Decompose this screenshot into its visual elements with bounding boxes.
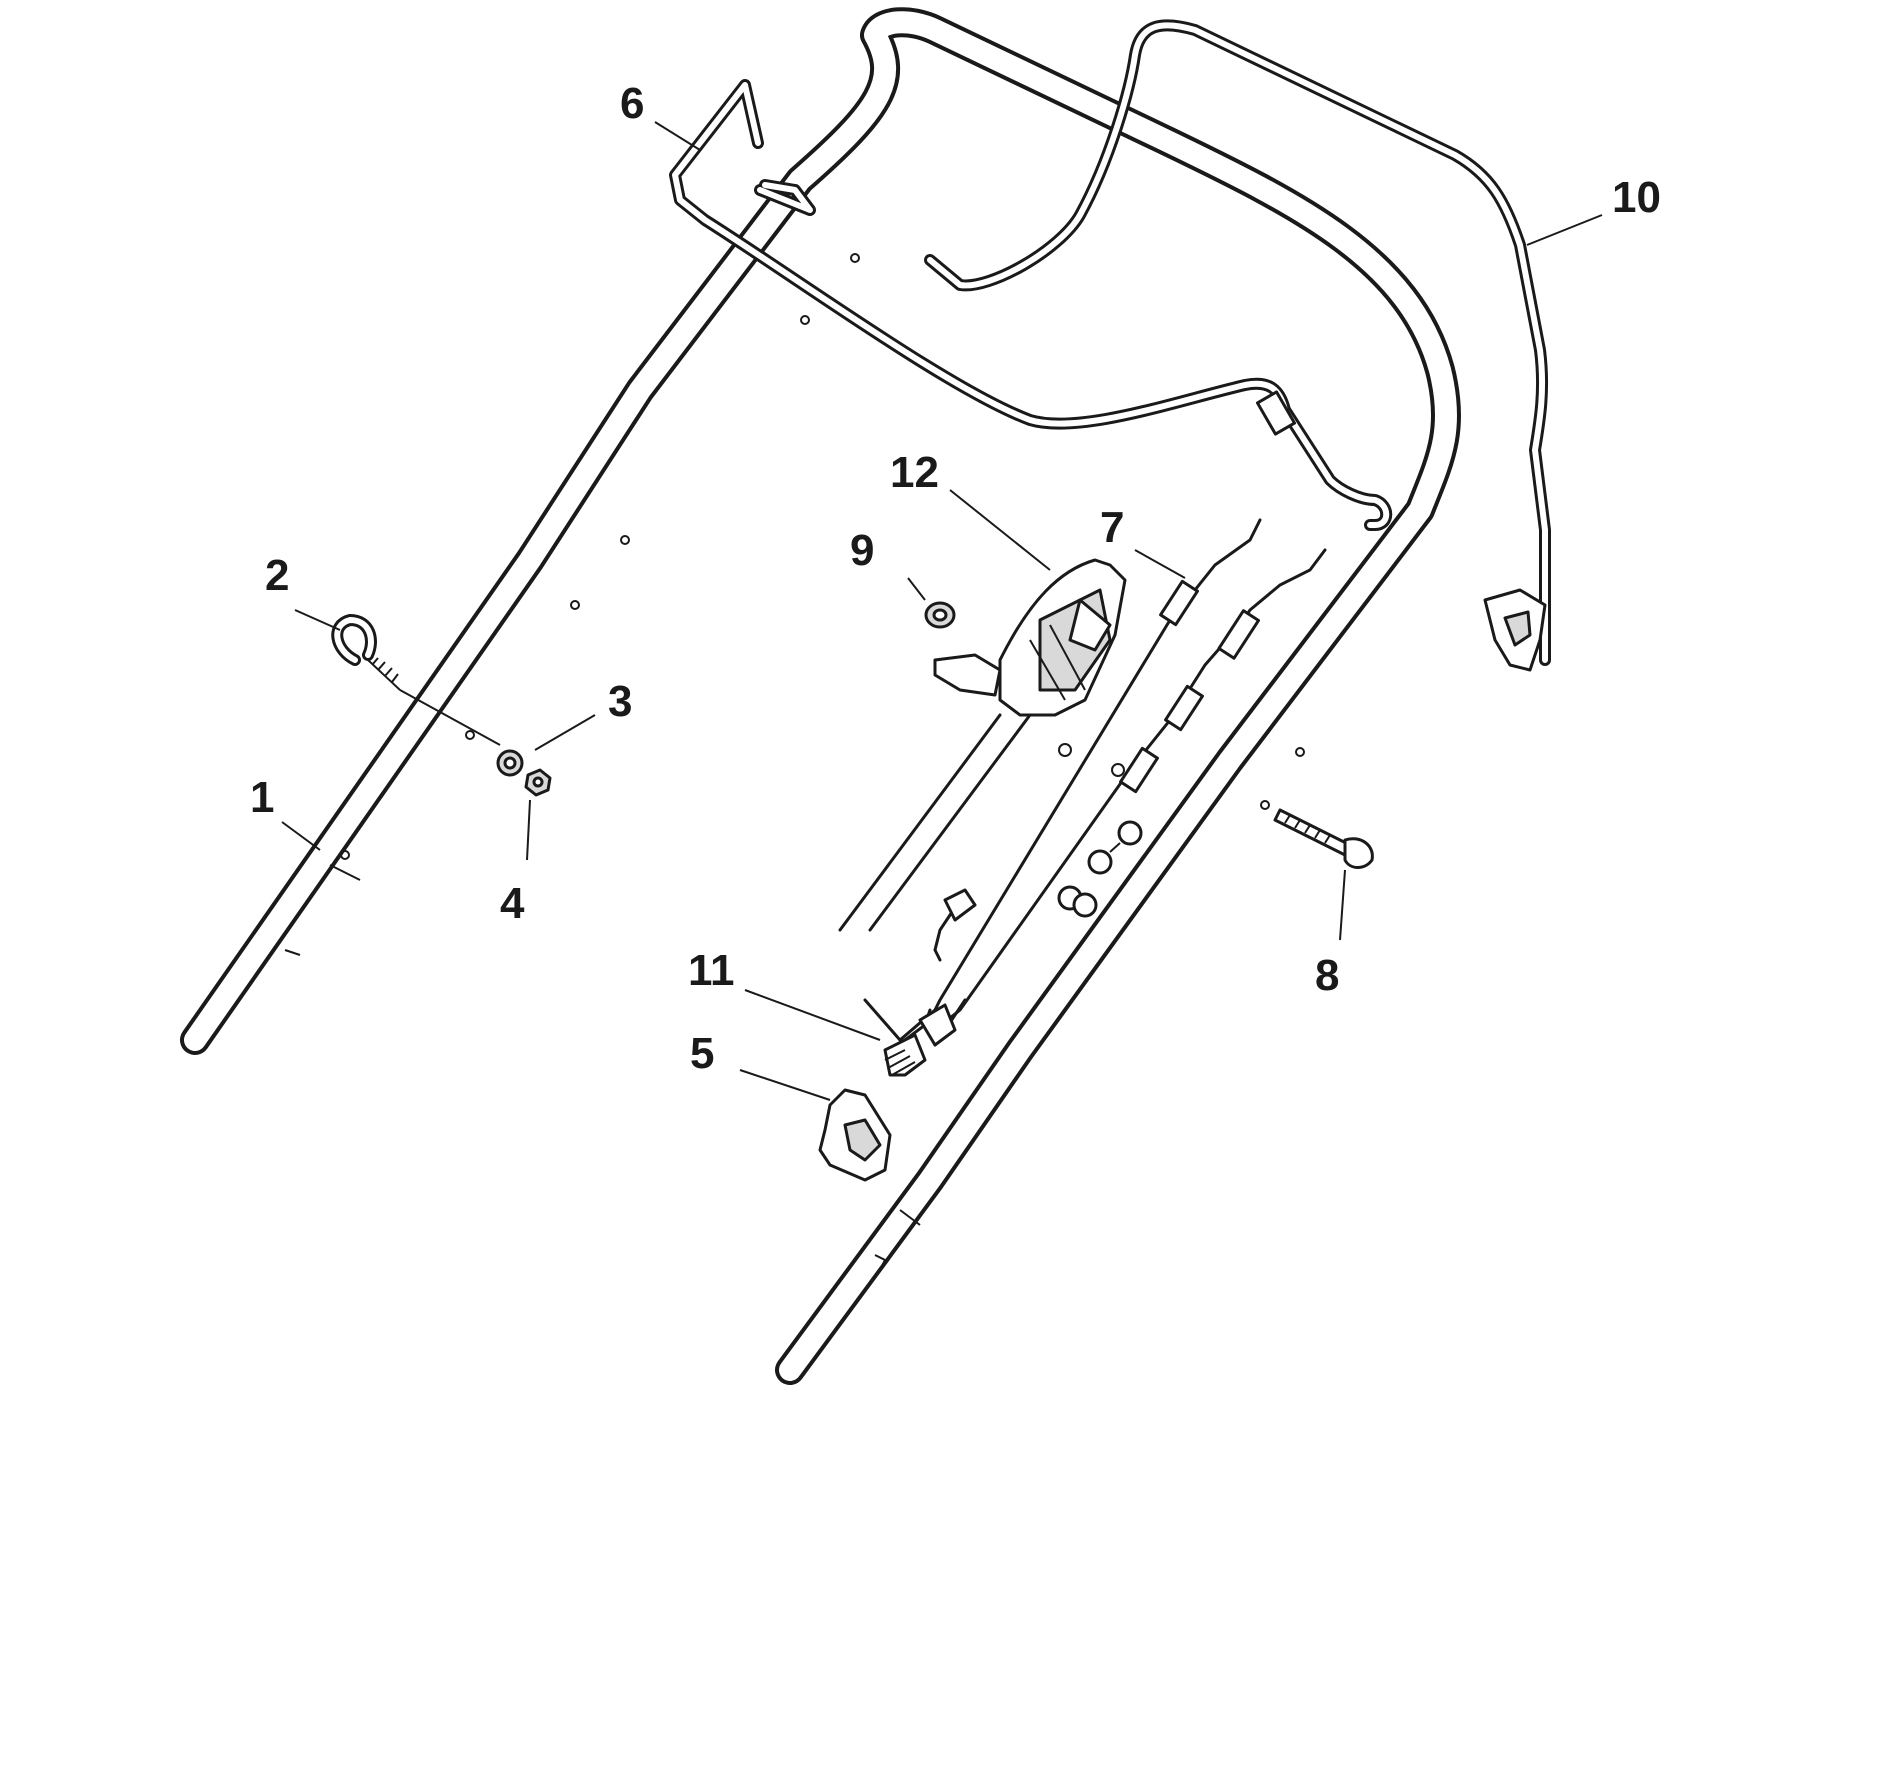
callout-8: 8: [1315, 951, 1339, 1000]
callout-7: 7: [1100, 503, 1124, 552]
control-cables-part: [838, 518, 1327, 1043]
callout-labels: 1 2 3 4 5 6 7 8 9 10 11 12: [250, 79, 1661, 1078]
callout-4: 4: [500, 879, 525, 928]
cable-spring-part: [883, 998, 967, 1077]
bolt-part-8: [1057, 808, 1374, 918]
control-box-part: [933, 558, 1127, 717]
handle-frame-part: [180, 7, 1462, 1385]
leader-lines: [281, 121, 1603, 1101]
washer-part-3: [496, 749, 524, 777]
bag-support-wire-part: [669, 79, 1393, 531]
callout-1: 1: [250, 773, 274, 822]
callout-3: 3: [608, 677, 632, 726]
nut-part-4: [524, 768, 552, 797]
callout-9: 9: [850, 526, 874, 575]
control-bail-part: [924, 19, 1551, 672]
hook-bolt-part-2: [331, 614, 501, 746]
callout-10: 10: [1612, 173, 1661, 222]
callout-12: 12: [890, 448, 939, 497]
cable-clip-part: [818, 1088, 892, 1182]
callout-6: 6: [620, 79, 644, 128]
callout-11: 11: [688, 946, 735, 995]
callout-5: 5: [690, 1029, 714, 1078]
nut-part-9: [924, 601, 956, 629]
callout-2: 2: [265, 551, 289, 600]
